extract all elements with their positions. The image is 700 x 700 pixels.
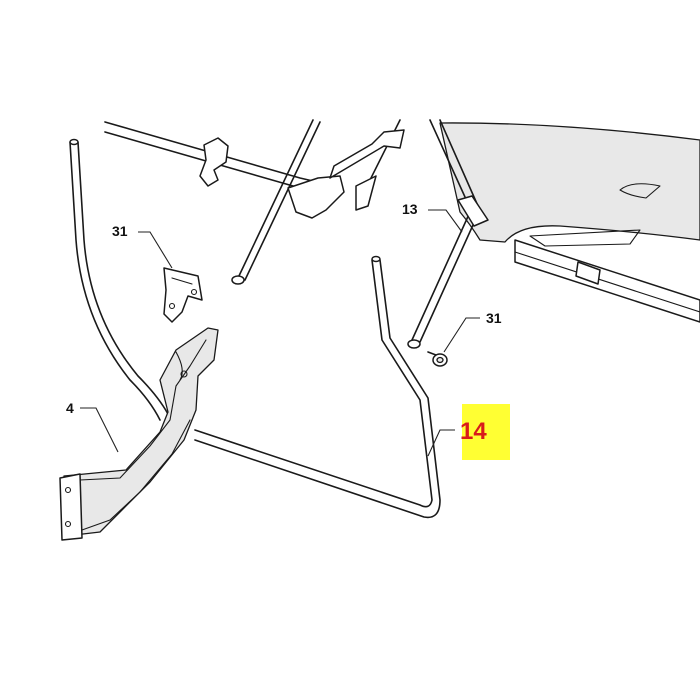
rod-13 <box>407 195 489 349</box>
callout-31-right: 31 <box>486 310 502 326</box>
upper-rods <box>104 119 479 285</box>
highlight-marker <box>462 404 510 460</box>
callout-4: 4 <box>66 400 74 416</box>
lever-plate-4 <box>59 327 219 541</box>
clip-31 <box>163 267 203 323</box>
callout-31-left: 31 <box>112 223 128 239</box>
callout-14-highlighted: 14 <box>460 418 487 445</box>
deck-plate <box>439 122 700 323</box>
leader-lines <box>80 209 480 457</box>
hook-bracket <box>199 129 405 219</box>
screw-31 <box>427 351 448 367</box>
rod-14 <box>194 255 441 519</box>
callout-13: 13 <box>402 201 418 217</box>
left-rod <box>69 138 169 421</box>
